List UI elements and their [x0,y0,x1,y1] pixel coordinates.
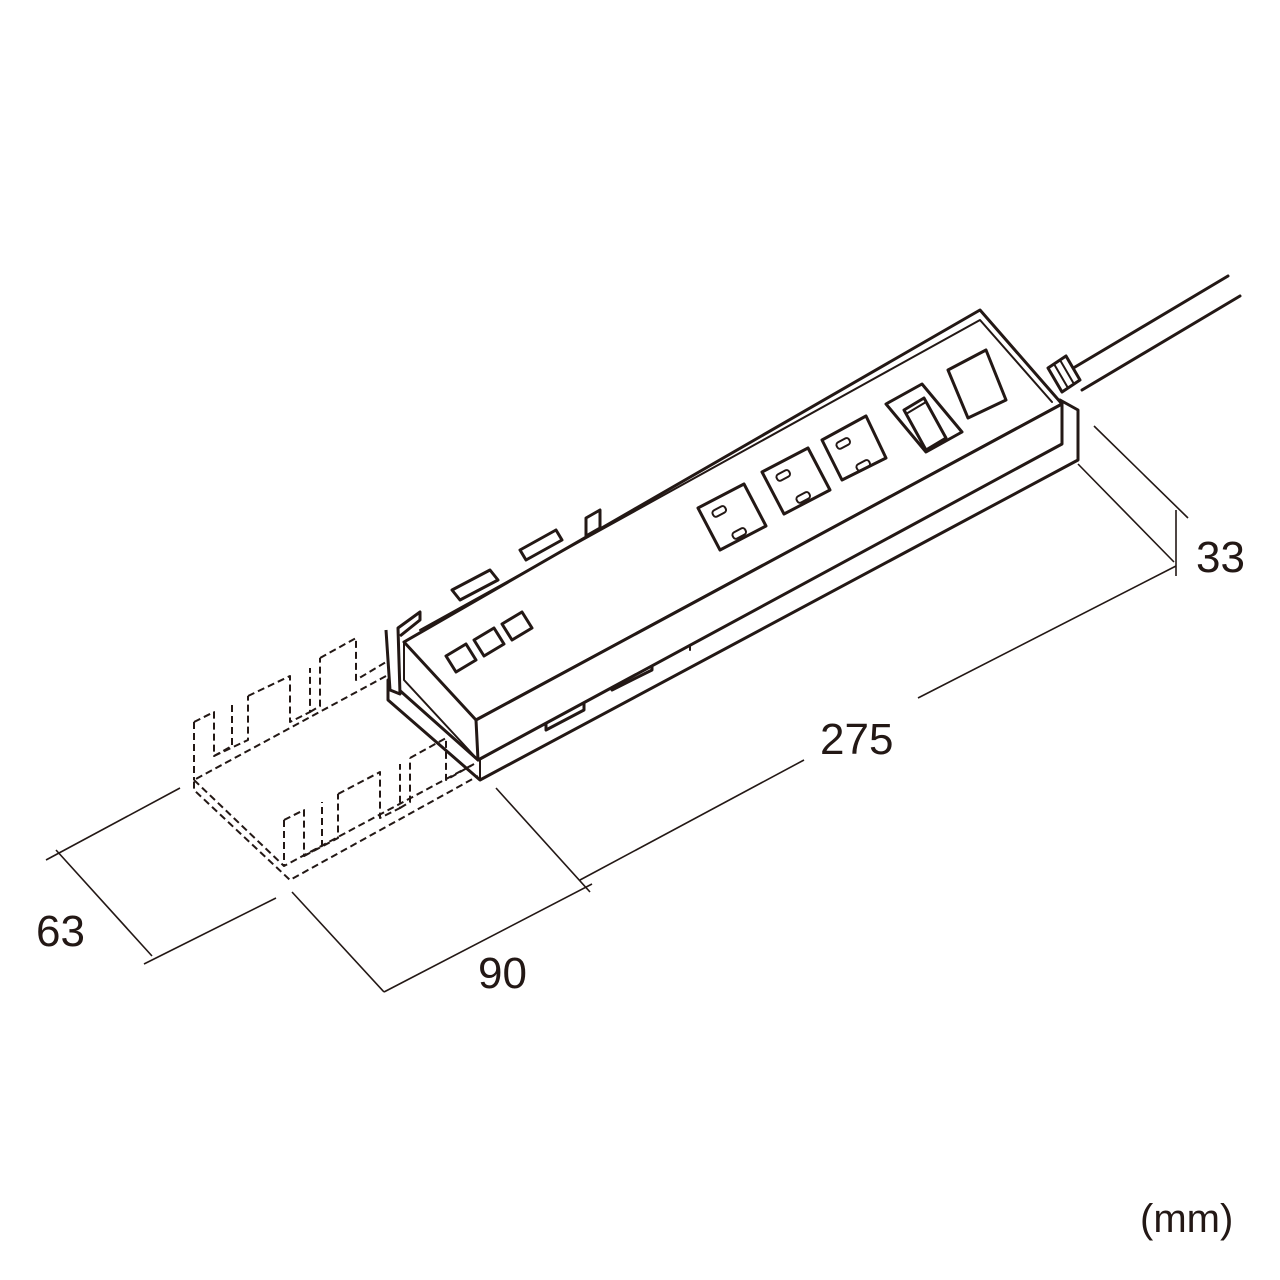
usb-port-3 [500,610,534,642]
usb-port-2 [472,626,506,658]
dimension-lines [45,425,1189,993]
length-dimension-label: 275 [820,715,893,764]
indicator-window [946,348,1008,420]
ac-outlet-2 [760,446,832,516]
usb-port-1 [444,642,478,674]
power-cord [1046,274,1242,394]
ac-outlets [696,414,888,552]
bracket-dashed-outline [193,637,479,881]
height-dimension-label: 33 [1196,533,1245,582]
ac-outlet-1 [696,482,768,552]
unit-label: (mm) [1140,1197,1233,1241]
width-dimension-label: 90 [478,949,527,998]
power-switch [884,382,964,454]
cord-strain-relief [1046,354,1082,394]
bracket-depth-dimension-label: 63 [36,907,85,956]
ac-outlet-3 [820,414,888,482]
usb-ports [444,610,534,674]
